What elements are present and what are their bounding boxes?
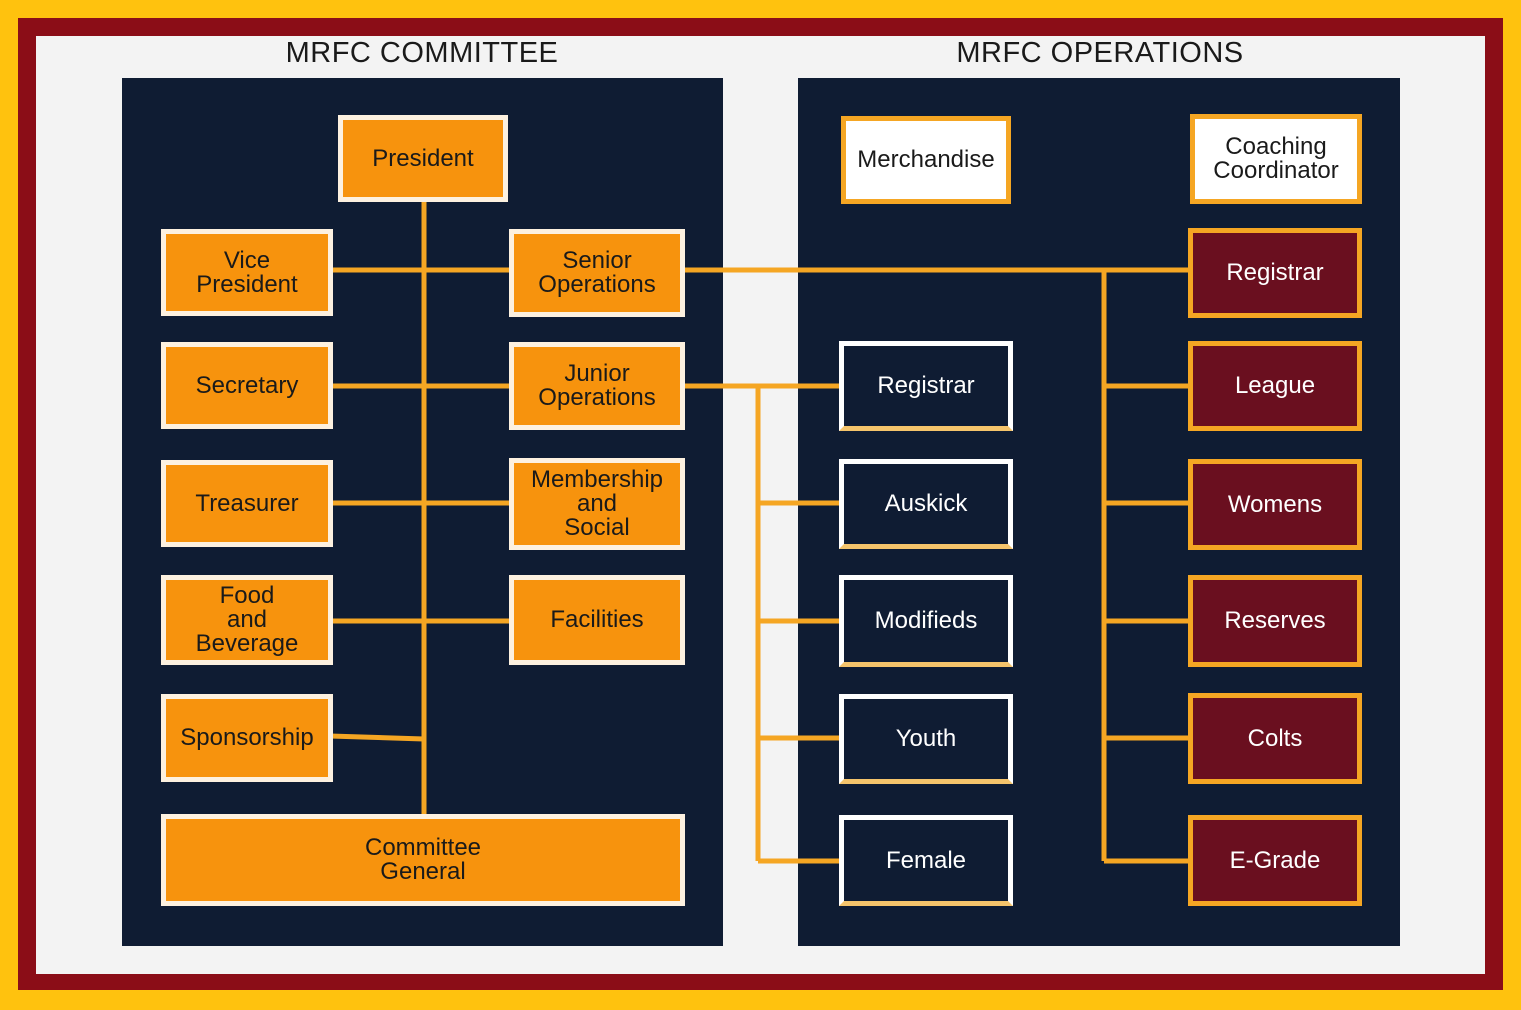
food-beverage-box: Food and Beverage — [161, 575, 333, 665]
sponsorship-box: Sponsorship — [161, 694, 333, 782]
vice-president-box: Vice President — [161, 229, 333, 316]
junior-female-box: Female — [839, 815, 1013, 906]
facilities-box: Facilities — [509, 575, 685, 665]
senior-reserves-box: Reserves — [1188, 575, 1362, 667]
committee-heading: MRFC COMMITTEE — [285, 37, 559, 69]
president-box: President — [338, 115, 508, 202]
junior-registrar-box: Registrar — [839, 341, 1013, 431]
junior-modifieds-box: Modifieds — [839, 575, 1013, 667]
coaching-coordinator-box: Coaching Coordinator — [1190, 114, 1362, 204]
senior-egrade-box: E-Grade — [1188, 815, 1362, 906]
senior-womens-box: Womens — [1188, 459, 1362, 550]
membership-social-box: Membership and Social — [509, 458, 685, 550]
junior-operations-box: Junior Operations — [509, 342, 685, 430]
secretary-box: Secretary — [161, 342, 333, 429]
committee-general-box: Committee General — [161, 814, 685, 906]
junior-auskick-box: Auskick — [839, 459, 1013, 549]
senior-league-box: League — [1188, 341, 1362, 431]
junior-youth-box: Youth — [839, 694, 1013, 784]
merchandise-box: Merchandise — [841, 116, 1011, 204]
senior-colts-box: Colts — [1188, 693, 1362, 784]
operations-heading: MRFC OPERATIONS — [956, 37, 1244, 69]
senior-operations-box: Senior Operations — [509, 229, 685, 317]
treasurer-box: Treasurer — [161, 460, 333, 547]
senior-registrar-box: Registrar — [1188, 228, 1362, 318]
